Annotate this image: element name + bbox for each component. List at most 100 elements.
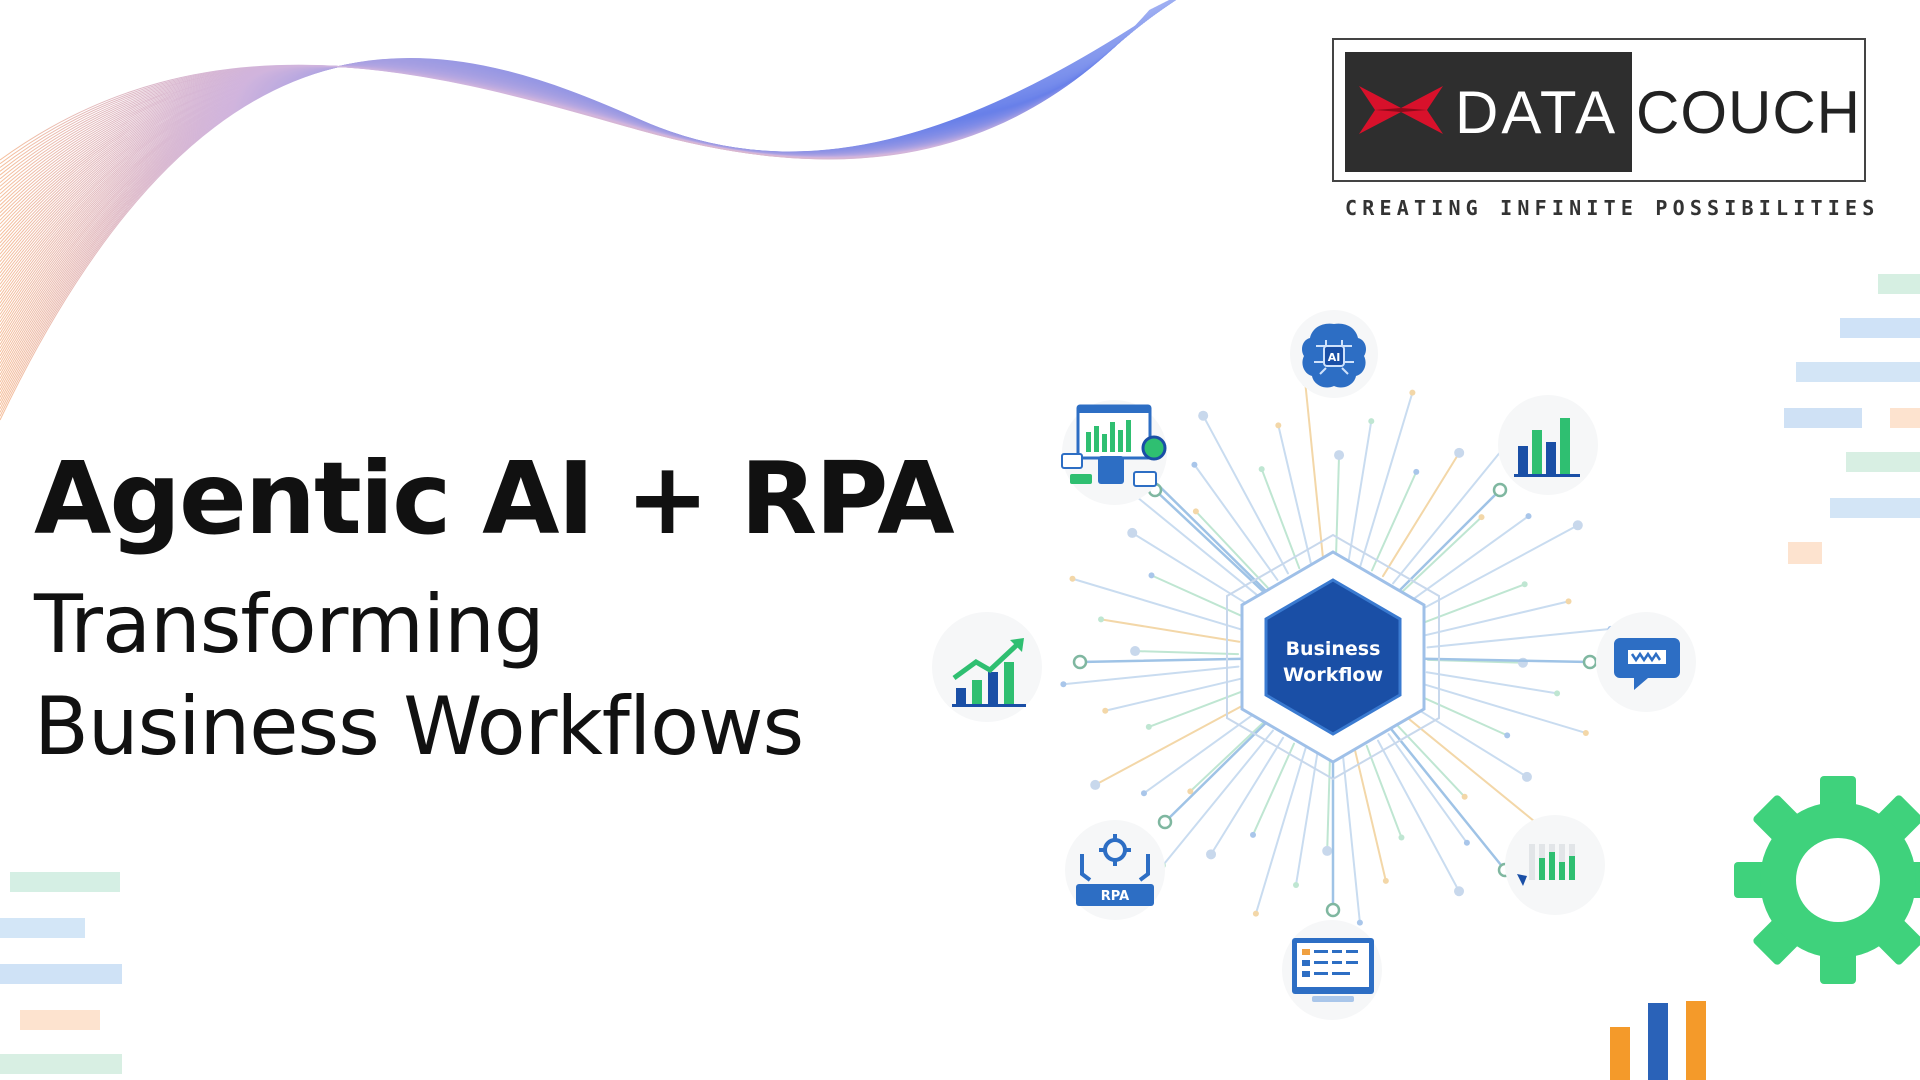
right-decor-bars [1780,270,1920,570]
network-dot [1517,657,1528,668]
network-dot [1461,793,1468,800]
growth-chart-icon [952,638,1026,707]
network-dot [1334,450,1345,461]
main-headline: Agentic AI + RPA [34,440,955,557]
network-dot [1454,447,1465,458]
network-dot [1250,831,1257,838]
network-dot [1322,845,1333,856]
bar-chart-icon [1514,418,1580,477]
network-dot [1382,877,1389,884]
network-dot [1198,410,1209,421]
logo-tagline: CREATING INFINITE POSSIBILITIES [1345,196,1880,220]
rpa-label: RPA [1101,889,1129,904]
network-ray [1401,516,1483,593]
network-dot [1398,834,1405,841]
network-ray [1100,618,1241,643]
network-ray [1334,454,1341,564]
network-dot [1525,513,1532,520]
network-ray [1341,750,1361,924]
network-ray [1326,750,1332,852]
network-ray [1381,451,1461,578]
datacouch-logo-mark-icon [1359,86,1443,134]
network-ray [1415,524,1579,613]
network-dot [1060,681,1067,688]
network-ray [1260,468,1301,570]
network-dot [1187,788,1194,795]
network-ray [1365,744,1403,839]
network-ray [1424,600,1570,637]
network-connector-end [1072,654,1088,670]
network-ray [1294,749,1319,887]
network-ray [1412,705,1528,778]
network-ray [1094,701,1251,786]
left-decor-bars [0,870,130,1080]
network-ray [1425,671,1559,695]
network-ray [1370,470,1418,572]
subtitle-line-2: Business Workflows [34,680,804,773]
network-dot [1252,910,1259,917]
network-ray [1104,677,1242,712]
network-dot [1191,461,1198,468]
diagram-network [1060,380,1614,926]
logo-word-data: DATA [1455,79,1619,146]
network-dot [1504,732,1511,739]
network-ray [1202,414,1289,575]
network-dot [1368,418,1375,425]
network-ray [1422,683,1587,734]
ai-brain-icon: AI [1302,323,1366,388]
network-dot [1292,882,1299,889]
hub-label-line1: Business [1285,638,1381,660]
network-dot [1454,886,1465,897]
network-dot [1565,598,1572,605]
network-dot [1275,422,1282,429]
network-ray [1193,463,1279,581]
network-ray [1359,391,1414,568]
network-dot [1145,723,1152,730]
network-ray [1347,420,1373,565]
network-ray [1392,441,1510,585]
monitor-icon [1292,938,1374,1002]
network-ray [1142,711,1257,795]
network-ray [1150,574,1248,620]
network-dot [1090,779,1101,790]
network-dot [1127,527,1138,538]
wave-decoration [0,0,1177,421]
network-ray [1304,382,1325,564]
network-connector-end [1325,902,1341,918]
network-dot [1140,790,1147,797]
network-ray [1420,583,1526,625]
network-ray [1405,716,1540,826]
hub-label: Business Workflow [1240,636,1426,688]
corner-bar-chart-icon [1610,1001,1706,1080]
network-dot [1572,520,1583,531]
network-connector-end [1582,654,1598,670]
network-dot [1356,919,1363,926]
network-dot [1582,729,1589,736]
network-connector-end [1492,482,1508,498]
network-ray [1426,627,1612,649]
rpa-robot-icon: RPA [1076,834,1154,906]
ai-chip-label: AI [1328,351,1341,364]
network-ray [1062,665,1240,686]
network-ray [1353,748,1387,882]
network-ray [1277,424,1313,566]
network-connector-end [1157,814,1173,830]
network-dot [1148,572,1155,579]
network-dot [1192,508,1199,515]
network-dot [1098,616,1105,623]
network-ray [1409,515,1530,603]
network-ray [1418,694,1509,737]
network-dot [1258,466,1265,473]
network-ray [1147,689,1246,728]
network-ray [1134,650,1240,656]
gear-icon [1734,776,1920,984]
bar-chart-small-icon [1517,844,1575,886]
network-dot [1463,839,1470,846]
hub-label-line2: Workflow [1282,664,1384,686]
network-ray [1254,746,1307,915]
network-dot [1521,771,1532,782]
network-ray [1210,736,1285,856]
network-dot [1206,849,1217,860]
network-ray [1252,742,1296,836]
network-dot [1521,581,1528,588]
